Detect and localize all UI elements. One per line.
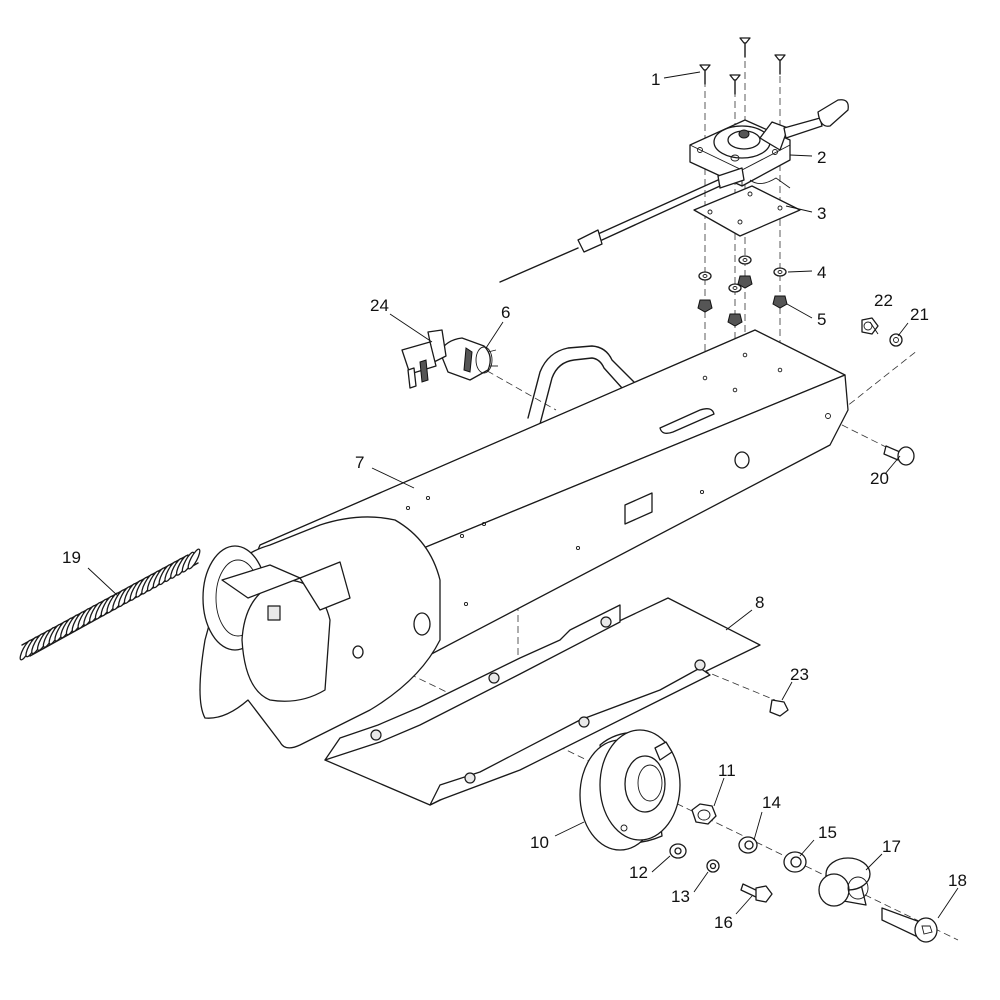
wheel-part-10 xyxy=(579,729,681,851)
callout-12: 12 xyxy=(629,863,648,882)
callout-17: 17 xyxy=(882,837,901,856)
leader-lines xyxy=(87,71,959,919)
callout-15: 15 xyxy=(818,823,837,842)
callout-5: 5 xyxy=(817,310,826,329)
callout-24: 24 xyxy=(370,296,389,315)
callout-19: 19 xyxy=(62,548,81,567)
callout-16: 16 xyxy=(714,913,733,932)
callout-3: 3 xyxy=(817,204,826,223)
callout-2: 2 xyxy=(817,148,826,167)
screws-part-1 xyxy=(699,37,786,95)
key-switch-parts-6-24 xyxy=(401,329,498,389)
washers-nuts-parts-4-5 xyxy=(697,255,788,327)
callout-11: 11 xyxy=(718,761,736,780)
callout-8: 8 xyxy=(755,593,764,612)
callout-labels: 1 2 3 4 5 6 24 22 21 20 7 19 8 23 11 14 … xyxy=(62,70,967,932)
hardware-parts-20-21-22 xyxy=(861,317,915,466)
callout-4: 4 xyxy=(817,263,826,282)
control-valve-part-2 xyxy=(499,99,849,283)
callout-22: 22 xyxy=(874,291,893,310)
callout-14: 14 xyxy=(762,793,781,812)
callout-13: 13 xyxy=(671,887,690,906)
callout-18: 18 xyxy=(948,871,967,890)
callout-6: 6 xyxy=(501,303,510,322)
callout-7: 7 xyxy=(355,453,364,472)
callout-1: 1 xyxy=(651,70,660,89)
callout-23: 23 xyxy=(790,665,809,684)
callout-10: 10 xyxy=(530,833,549,852)
main-frame-part-7 xyxy=(199,329,849,749)
tray-part-8 xyxy=(324,597,761,806)
callout-20: 20 xyxy=(870,469,889,488)
plate-part-3 xyxy=(693,185,801,237)
callout-21: 21 xyxy=(910,305,929,324)
spring-part-19 xyxy=(19,548,201,661)
spring-coil xyxy=(187,548,201,570)
wheel-hardware xyxy=(669,699,938,943)
